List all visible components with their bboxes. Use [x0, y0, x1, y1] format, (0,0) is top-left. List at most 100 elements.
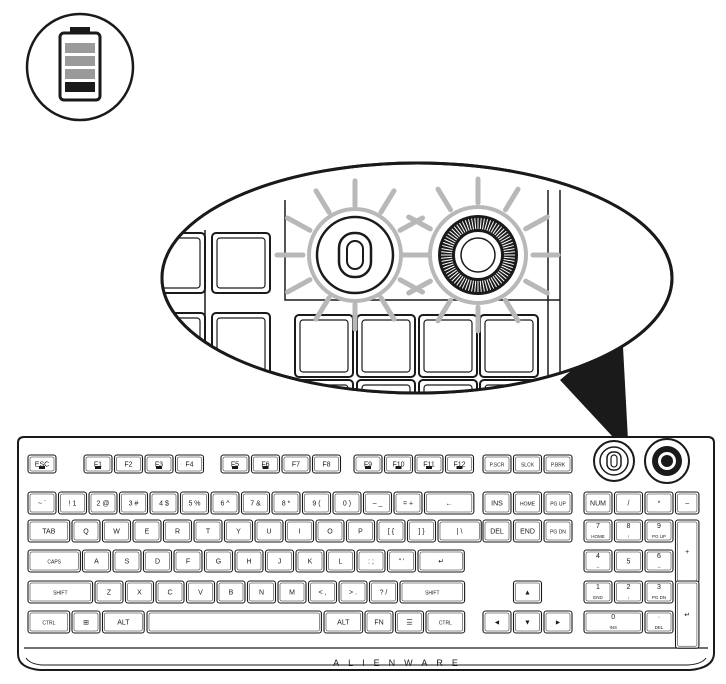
key-label: F12 [453, 462, 465, 469]
key-3: 3 # [118, 491, 149, 515]
key-label: ☰ [406, 620, 412, 627]
key-sublabel: PG UP [652, 534, 666, 539]
key-label: SHIFT [425, 591, 439, 597]
key-label: P.BRK [551, 463, 566, 469]
key-3: 3PG DN [644, 580, 674, 604]
key-g: G [203, 549, 234, 573]
keyboard-icon [262, 466, 269, 469]
key-label: C [167, 590, 172, 597]
key-p-brk: P.BRK [543, 454, 573, 474]
glow-ray [313, 188, 332, 215]
key-l: L [325, 549, 356, 573]
key-s: S [112, 549, 142, 573]
key-q: Q [71, 519, 101, 543]
key-label: B [229, 590, 234, 597]
key-label: ▼ [524, 620, 531, 627]
key-alt: ALT [101, 610, 145, 634]
key-symbol: – _ [362, 491, 393, 515]
key-label: ► [555, 620, 562, 627]
key-label: ? / [380, 590, 388, 597]
key-label: F8 [322, 462, 330, 469]
key-sublabel: PG DN [652, 595, 666, 600]
key-6: 6 ^ [210, 491, 240, 515]
key-label: F11 [423, 462, 435, 469]
key-shift: SHIFT [27, 580, 94, 604]
key-label: F7 [292, 462, 300, 469]
key-label: P [358, 529, 363, 536]
key-a: A [81, 549, 112, 573]
key-label: W [113, 529, 120, 536]
zoom-key [356, 314, 416, 378]
key-f1: F1 [83, 454, 113, 474]
record-icon [95, 466, 101, 469]
key-shift: SHIFT [399, 580, 466, 604]
key-sublabel: HOME [591, 534, 605, 539]
eject-icon [39, 466, 45, 469]
key-symbol: ▼ [512, 610, 543, 634]
key-label: G [216, 559, 221, 566]
key-del: DEL [482, 519, 512, 543]
key-label: END [520, 529, 535, 536]
glow-ray [406, 278, 433, 296]
glow-ray [378, 295, 397, 322]
key-tab: TAB [27, 519, 71, 543]
key-f2: F2 [113, 454, 144, 474]
zoom-key [418, 314, 478, 378]
key-sublabel: ↓ [627, 595, 629, 600]
key-esc: ESC [27, 454, 57, 474]
glow-ray [378, 188, 397, 215]
key-label: A [94, 559, 99, 566]
key-label: HOME [520, 502, 536, 508]
key-label: 5 % [188, 501, 200, 508]
zoom-key [418, 379, 478, 393]
zoom-key [356, 379, 416, 393]
key-o: O [315, 519, 345, 543]
key-sublabel: INS [609, 625, 617, 630]
key-label: ↵ [684, 612, 690, 619]
key-label: Y [236, 529, 241, 536]
key-label: · [658, 614, 660, 621]
key-sublabel: ↑ [627, 534, 629, 539]
brightness-icon [156, 466, 162, 469]
key-i: I [284, 519, 315, 543]
key-label: R [175, 529, 180, 536]
zoom-key [211, 312, 271, 384]
key-m: M [277, 580, 307, 604]
key-label: > . [349, 590, 357, 597]
key-symbol: ⊞ [71, 610, 101, 634]
key-symbol: ↵ [674, 580, 700, 649]
key-f8: F8 [311, 454, 342, 474]
key-label: 4 [596, 553, 600, 560]
key-label: 6 ^ [220, 501, 230, 508]
key-label: L [339, 559, 343, 566]
key-symbol: = + [393, 491, 423, 515]
key-label: TAB [42, 529, 55, 536]
glow-ray [435, 186, 453, 213]
key-slck: SLCK [512, 454, 543, 474]
key-label: 2 @ [97, 501, 110, 508]
zoom-volume-dial [428, 205, 528, 305]
key-label: F2 [124, 462, 132, 469]
key-label: INS [491, 501, 503, 508]
key-label: F9 [364, 462, 372, 469]
key-label: F1 [94, 462, 102, 469]
key-label: ALT [337, 620, 350, 627]
key-f4: F4 [174, 454, 205, 474]
key-7: 7 & [240, 491, 271, 515]
key-8: 8 * [271, 491, 301, 515]
glow-ray [284, 215, 313, 233]
zoom-key [294, 314, 354, 378]
key-x: X [124, 580, 155, 604]
key-label: ▲ [524, 590, 531, 597]
key-z: Z [94, 580, 124, 604]
battery-level-bar [65, 69, 95, 79]
key-symbol: : ; [356, 549, 386, 573]
key-y: Y [223, 519, 254, 543]
key-label: " ' [399, 559, 405, 566]
key-label: ~ ` [38, 501, 46, 508]
key-label: F3 [155, 462, 163, 469]
